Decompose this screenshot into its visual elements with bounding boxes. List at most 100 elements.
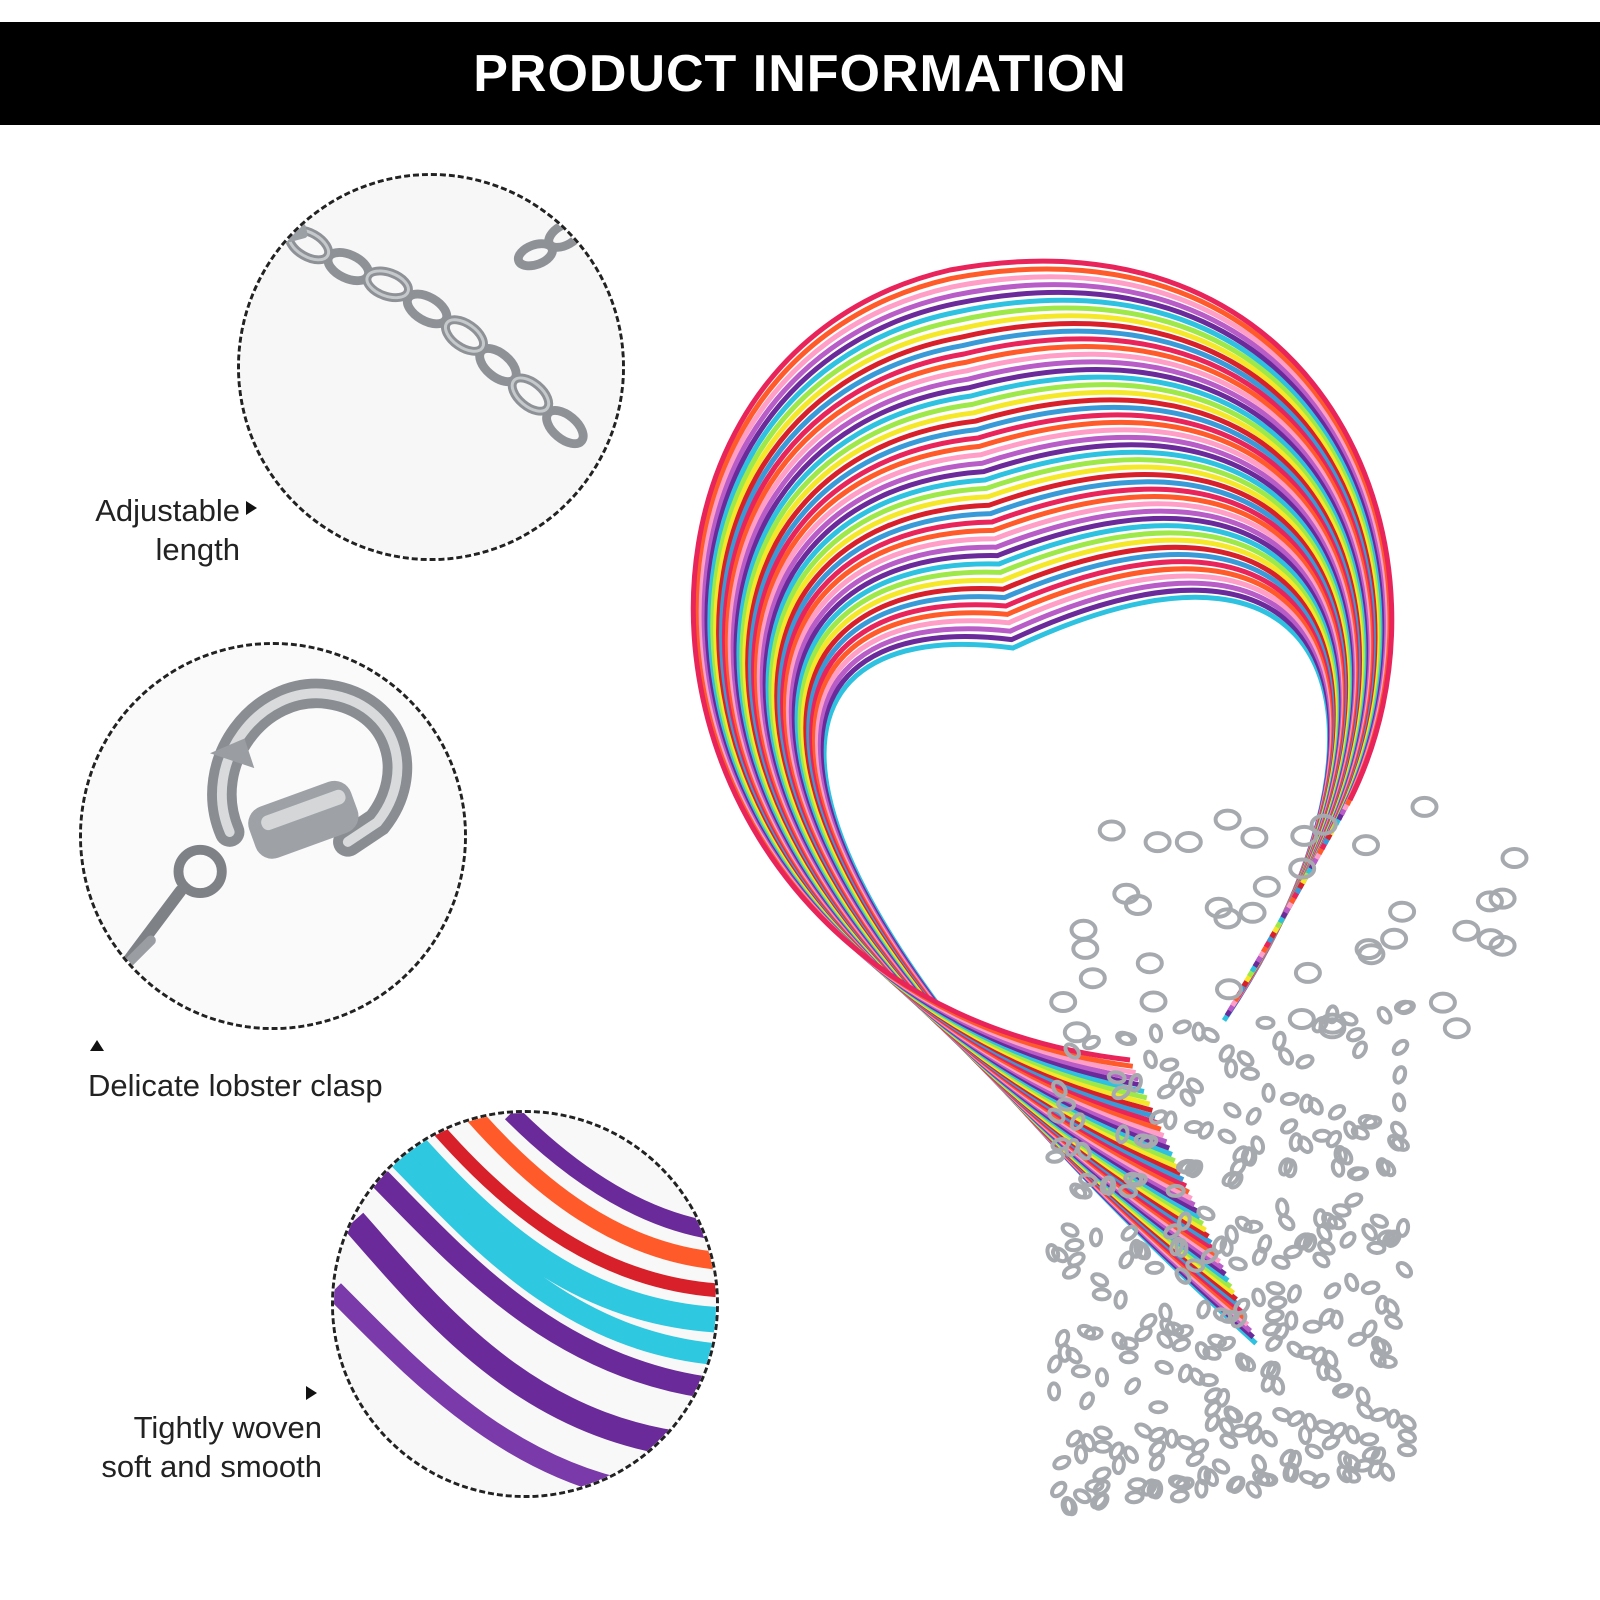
chain-link [1356,1401,1374,1420]
chain-link [1236,1050,1255,1068]
chain-link [1090,1272,1110,1288]
chain-link [1076,1323,1097,1340]
chain-link [1286,1284,1302,1304]
chain-link [1119,1336,1139,1351]
chain-link [1170,1475,1191,1490]
pointer-arrow-icon [90,1040,104,1051]
chain-link [1379,1159,1397,1178]
chain-link [1081,1034,1101,1051]
chain-link [1390,1120,1407,1139]
chain-link [1123,1171,1144,1186]
chain-link [1111,1331,1128,1351]
chain-link [1350,1125,1370,1141]
chain-link [1235,1352,1251,1372]
chain-link [1203,1468,1219,1487]
chain-link [1052,1454,1072,1471]
chain-link [1177,1211,1192,1231]
chain-link [1314,1419,1335,1434]
chain-link [1204,1387,1223,1404]
lobster-clasp-icon [79,642,467,1030]
chain-link [1255,1015,1276,1030]
chain-link [1106,1070,1127,1085]
chain-link [1196,1299,1211,1320]
chain-link [1202,1345,1222,1361]
chain-link [1312,1251,1331,1269]
lobster-clasp [1488,887,1517,910]
chain-link [1154,1359,1174,1375]
chain-link [1288,1132,1303,1153]
chain-link [1146,1479,1162,1499]
chain-link [1231,1423,1251,1438]
chain-link [1267,1295,1288,1310]
chain-link [1224,1058,1239,1079]
chain-link [1347,1331,1368,1347]
chain-link [1185,1258,1206,1273]
chain-link [1277,1213,1296,1232]
chain-link [1200,1247,1219,1265]
chain-link [1257,1234,1273,1254]
chain-link [1393,999,1414,1015]
chain-link [1062,1496,1078,1517]
chain-link [1134,1325,1153,1343]
chain-link [1069,1112,1086,1131]
page-title: PRODUCT INFORMATION [473,44,1127,103]
chain-link [1395,1217,1411,1238]
chain-link [1230,1310,1248,1329]
chain-link [1265,1281,1286,1296]
lobster-clasp [1290,824,1319,847]
chain-link [1207,1333,1227,1349]
chain-link [1307,1097,1324,1116]
chain-link [1108,1441,1125,1461]
chain-link [1165,1183,1186,1198]
chain-link [1120,1224,1139,1242]
chain-link [1164,1321,1185,1337]
lobster-clasp [1475,890,1504,913]
chain-link [1311,1472,1330,1489]
chain-link [1198,1373,1219,1388]
chain-link [1099,1175,1115,1195]
chain-link [1336,1464,1353,1484]
chain-link [1047,1381,1062,1402]
chain-link [1352,1040,1368,1060]
chain-link [1148,1023,1164,1044]
lobster-clasp [1410,795,1439,818]
chain-link [1396,1443,1417,1458]
chain-link [1251,1287,1266,1308]
chain-link [1144,1260,1165,1275]
lobster-clasp [1240,826,1269,849]
chain-link [1076,1141,1092,1161]
lobster-clasp [1238,901,1267,924]
chain-link [1123,1445,1139,1464]
chain-link [1228,1475,1246,1495]
chain-link [1148,1439,1167,1457]
chain-link [1065,1429,1083,1448]
chain-link [1050,1480,1068,1499]
chain-link [1045,1243,1061,1263]
chain-link [1072,1488,1092,1505]
lobster-clasp [1288,857,1317,880]
chain-link [1056,1097,1077,1112]
chain-link [1265,1334,1283,1352]
chain-link [1386,1408,1401,1429]
chain-link [1143,1049,1158,1070]
chain-link [1218,1417,1235,1436]
chain-link [1191,1438,1210,1455]
chain-link [1219,1309,1240,1324]
chain-link [1179,1088,1196,1107]
chain-link [1391,1092,1407,1113]
chain-link [1346,1027,1366,1043]
chain-link [1240,1146,1256,1167]
chain-link [1204,1400,1222,1418]
chain-link [1164,1428,1179,1449]
chain-link [1124,1490,1145,1505]
chain-link [1045,1149,1066,1164]
chain-link [1245,1480,1262,1499]
chain-link [1134,1422,1153,1439]
chain-link [1088,1227,1104,1248]
chain-link [1271,1254,1291,1270]
chain-link [1296,1232,1314,1251]
chain-link [1148,1400,1169,1415]
chain-link [1156,1083,1176,1100]
chain-link [1204,1413,1221,1433]
chain-link [1218,1044,1235,1063]
